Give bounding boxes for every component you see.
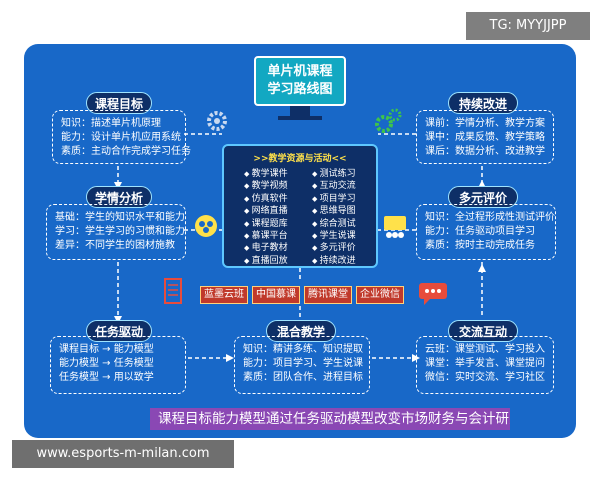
interaction-row: 微信：实时交流、学习社区 [425,372,545,383]
gears-icon [375,108,402,133]
top-watermark: TG: MYYJJPP [466,12,590,40]
learning-analysis-row: 差异：不同学生的困材施教 [55,240,175,251]
evaluation-row: 能力：任务驱动项目学习 [425,226,535,237]
improvement-row: 课中：成果反馈、教学策略 [425,132,545,143]
improvement-row: 课后：数据分析、改进教学 [425,146,545,157]
platform-lanmo: 蓝墨云班 [200,286,248,304]
evaluation-label: 多元评价 [448,186,518,208]
learning-analysis-row: 学习：学生学习的习惯和能力 [55,226,185,237]
document-icon [164,278,182,304]
course-goal-row: 能力：设计单片机应用系统 [61,132,181,143]
roadmap-title: 单片机课程 学习路线图 [254,56,346,106]
improvement-row: 课前：学情分析、教学方案 [425,118,545,129]
resource-item: 直播回放 [244,255,288,267]
meeting-icon [384,216,406,238]
resource-item: 综合测试 [312,218,356,230]
learning-analysis-label: 学情分析 [86,186,152,208]
arrow-right-blend [226,354,234,362]
overlay-caption: 课程目标能力模型通过任务驱动模型改变市场财务与会计研究 [150,408,510,430]
improvement-label: 持续改进 [448,92,518,114]
resource-item: 学生说课 [312,230,356,242]
resource-item: 教学课件 [244,168,288,180]
course-goal-row: 知识：描述单片机原理 [61,118,161,129]
resource-item: 网络直播 [244,205,288,217]
resource-item: 课程题库 [244,218,288,230]
learning-analysis-box: 基础：学生的知识水平和能力 学习：学生学习的习惯和能力 差异：不同学生的困材施教 [46,204,186,260]
bottom-watermark: www.esports-m-milan.com [12,440,234,468]
resource-item: 多元评价 [312,242,356,254]
blended-row: 能力：项目学习、学生说课 [243,358,363,369]
resources-header: >>教学资源与活动<< [253,154,347,164]
evaluation-row: 知识：全过程形成性测试评价 [425,212,555,223]
course-goal-row: 素质：主动合作完成学习任务 [61,146,191,157]
blended-box: 知识：精讲多练、知识提取 能力：项目学习、学生说课 素质：团队合作、进程目标 [234,336,370,394]
blended-row: 素质：团队合作、进程目标 [243,372,363,383]
task-driven-row: 课程目标 → 能力模型 [59,344,154,355]
gear-icon [207,111,227,131]
course-goal-box: 知识：描述单片机原理 能力：设计单片机应用系统 素质：主动合作完成学习任务 [52,110,191,164]
interaction-box: 云班：课堂测试、学习投入 课堂：举手发言、课堂提问 微信：实时交流、学习社区 [416,336,554,394]
task-driven-row: 能力模型 → 任务模型 [59,358,154,369]
blended-row: 知识：精讲多练、知识提取 [243,344,363,355]
task-driven-row: 任务模型 → 用以致学 [59,372,154,383]
interaction-row: 云班：课堂测试、学习投入 [425,344,545,355]
improvement-box: 课前：学情分析、教学方案 课中：成果反馈、教学策略 课后：数据分析、改进教学 [416,110,554,164]
resource-item: 互动交流 [312,180,356,192]
resources-panel: >>教学资源与活动<< 教学课件 教学视频 仿真软件 网络直播 课程题库 慕课平… [222,144,378,268]
evaluation-box: 知识：全过程形成性测试评价 能力：任务驱动项目学习 素质：按时主动完成任务 [416,204,556,260]
resource-item: 思维导图 [312,205,356,217]
learning-analysis-row: 基础：学生的知识水平和能力 [55,212,185,223]
resources-right-list: 测试练习 互动交流 项目学习 思维导图 综合测试 学生说课 多元评价 持续改进 [312,168,356,267]
resource-item: 项目学习 [312,193,356,205]
title-line-2: 学习路线图 [267,82,333,97]
title-line-1: 单片机课程 [267,64,333,79]
course-goal-label: 课程目标 [86,92,152,114]
evaluation-row: 素质：按时主动完成任务 [425,240,535,251]
resource-item: 教学视频 [244,180,288,192]
resource-item: 电子教材 [244,242,288,254]
monitor-base [278,116,322,120]
task-driven-box: 课程目标 → 能力模型 能力模型 → 任务模型 任务模型 → 用以致学 [50,336,186,394]
platform-tencent: 腾讯课堂 [304,286,352,304]
platform-wecom: 企业微信 [356,286,404,304]
resources-left-list: 教学课件 教学视频 仿真软件 网络直播 课程题库 慕课平台 电子教材 直播回放 [244,168,288,267]
arrow-up-eval [478,264,486,272]
monitor-stand [290,106,310,116]
chat-bubble-icon [419,283,447,305]
resource-item: 仿真软件 [244,193,288,205]
resource-item: 测试练习 [312,168,356,180]
interaction-row: 课堂：举手发言、课堂提问 [425,358,545,369]
platform-mooc: 中国慕课 [252,286,300,304]
resource-item: 持续改进 [312,255,356,267]
resource-item: 慕课平台 [244,230,288,242]
people-group-icon [195,215,217,237]
